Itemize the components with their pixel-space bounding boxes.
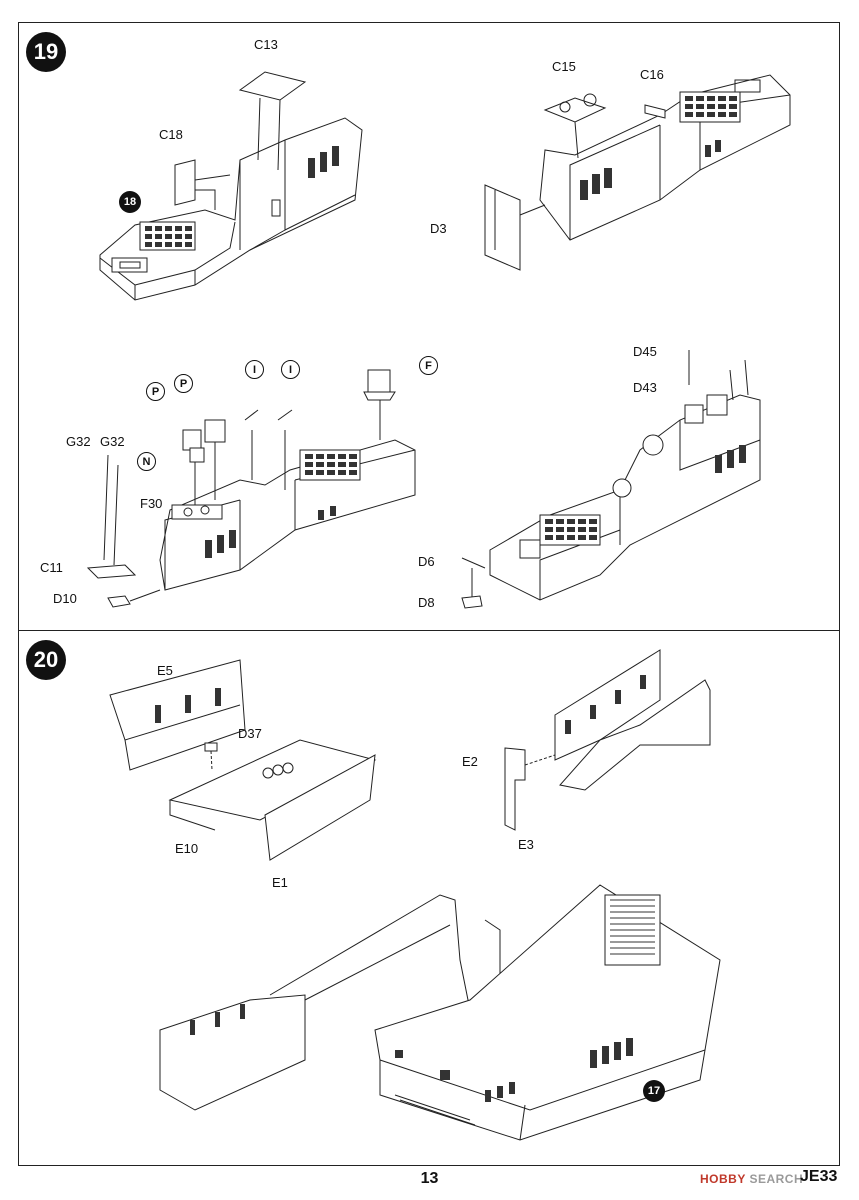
step19-bottom-right-hull (462, 350, 760, 608)
step-divider (18, 630, 840, 631)
part-label-f30: F30 (140, 496, 163, 511)
callout-p-left: P (146, 382, 165, 401)
step20-bottom-hull (160, 885, 720, 1140)
part-label-e1: E1 (272, 875, 288, 890)
part-label-e3: E3 (518, 837, 534, 852)
callout-p-right: P (174, 374, 193, 393)
step20-top-right-parts (505, 650, 710, 830)
reference-step-17-marker: 17 (643, 1080, 665, 1102)
part-label-g32-right: G32 (100, 434, 125, 449)
part-label-d6: D6 (418, 554, 435, 569)
part-label-e5: E5 (157, 663, 173, 678)
watermark-brand: HOBBY (700, 1172, 746, 1186)
instruction-frame (18, 22, 840, 1166)
watermark-rest: SEARCH (745, 1172, 804, 1186)
step-19-marker: 19 (26, 32, 66, 72)
part-label-g32-left: G32 (66, 434, 91, 449)
part-label-c15: C15 (552, 59, 576, 74)
part-label-d45: D45 (633, 344, 657, 359)
callout-i-right: I (281, 360, 300, 379)
callout-i-left: I (245, 360, 264, 379)
step-20-marker: 20 (26, 640, 66, 680)
step19-bottom-left-hull (88, 370, 415, 607)
step19-top-right-hull (485, 75, 790, 270)
page-number: 13 (420, 1170, 439, 1187)
part-label-c16: C16 (640, 67, 664, 82)
part-label-c13: C13 (254, 37, 278, 52)
callout-n: N (137, 452, 156, 471)
part-label-d8: D8 (418, 595, 435, 610)
kit-code: JE33 (800, 1168, 838, 1185)
callout-f: F (419, 356, 438, 375)
part-label-e10: E10 (175, 841, 199, 856)
step20-top-left-parts (110, 660, 375, 860)
reference-step-18-marker: 18 (119, 191, 141, 213)
part-label-d43: D43 (633, 380, 657, 395)
part-label-d10: D10 (53, 591, 77, 606)
part-label-c11: C11 (40, 560, 63, 575)
part-label-c18: C18 (159, 127, 183, 142)
step19-top-left-hull (100, 72, 362, 300)
watermark: HOBBY SEARCH (700, 1172, 803, 1186)
part-label-d3: D3 (430, 221, 447, 236)
part-label-d37: D37 (238, 726, 262, 741)
part-label-e2: E2 (462, 754, 478, 769)
